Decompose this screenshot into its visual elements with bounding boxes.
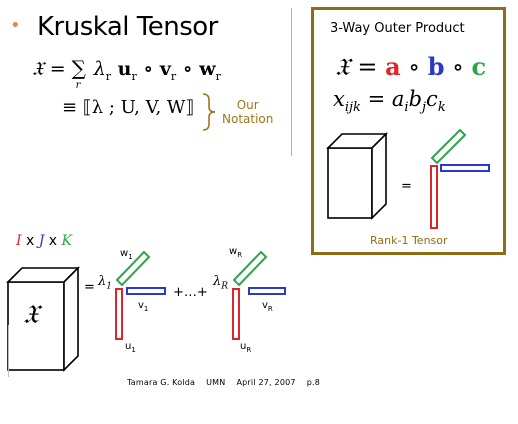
note-line2: Notation xyxy=(222,112,274,126)
panel-vector-w xyxy=(430,128,467,165)
footer-author: Tamara G. Kolda xyxy=(127,378,196,387)
rank1-term-1 xyxy=(115,250,166,340)
x-subscript: ijk xyxy=(344,100,361,116)
ur-text: u xyxy=(240,341,247,352)
tensor-cube xyxy=(6,266,80,372)
bullet: • xyxy=(10,15,21,36)
lambda-r: λR xyxy=(213,274,228,292)
w1-bar xyxy=(115,250,151,287)
w1-text: w xyxy=(120,248,129,259)
vr-bar xyxy=(248,287,286,295)
equals-sign: = xyxy=(49,58,66,80)
b-subscript: j xyxy=(422,100,427,116)
c-symbol: c xyxy=(426,87,438,111)
footer-page: p.8 xyxy=(306,378,320,387)
vector-b: b xyxy=(427,52,445,81)
lambda-1-sub: 1 xyxy=(106,281,112,292)
our-notation-note: Our Notation xyxy=(222,98,273,126)
brace-icon xyxy=(202,93,216,131)
a-subscript: i xyxy=(404,100,409,116)
kruskal-equation-line1: 𝔛 = ∑ r λr ur ∘ vr ∘ wr xyxy=(32,56,221,91)
u-subscript: r xyxy=(131,69,137,83)
ur-sub: R xyxy=(246,346,252,354)
rank1-term-r xyxy=(232,250,286,340)
b-symbol: b xyxy=(408,87,423,111)
u-vector: u xyxy=(111,58,132,80)
lambda-1-symbol: λ xyxy=(98,274,107,289)
lower-equals: = xyxy=(84,280,95,295)
wr-text: w xyxy=(229,246,238,257)
lambda-r-symbol: λ xyxy=(213,274,222,289)
w-vector: ∘ w xyxy=(176,58,216,80)
panel-title: 3-Way Outer Product xyxy=(330,21,465,36)
sum-index: r xyxy=(75,80,81,91)
panel-tensor-symbol: 𝔛 xyxy=(335,53,350,81)
circ-1: ∘ xyxy=(400,53,428,81)
note-line1: Our xyxy=(236,98,259,112)
dim-k: K xyxy=(61,233,72,249)
lambda-subscript: r xyxy=(105,69,112,83)
label-ur: uR xyxy=(240,341,251,356)
v-subscript: r xyxy=(170,69,177,83)
left-rule xyxy=(8,325,9,377)
wr-bar xyxy=(232,250,268,287)
panel-cube xyxy=(326,132,388,220)
slide-title: Kruskal Tensor xyxy=(37,12,218,42)
v1-sub: 1 xyxy=(143,305,149,313)
panel-diagram-equals: = xyxy=(401,179,412,194)
vr-text: v xyxy=(262,300,268,311)
times-2: x xyxy=(44,233,62,249)
times-1: x xyxy=(21,233,39,249)
v1-text: v xyxy=(138,300,144,311)
label-wr: wR xyxy=(229,246,242,261)
panel-equation2: xijk = aibjck xyxy=(333,87,446,120)
panel-vector-u xyxy=(430,165,438,229)
vector-c: c xyxy=(471,52,487,81)
u1-bar xyxy=(115,288,123,340)
label-u1: u1 xyxy=(125,341,136,356)
divider xyxy=(291,8,292,156)
tensor-symbol: 𝔛 xyxy=(32,58,44,80)
dim-i: I xyxy=(16,233,22,249)
lambda-1: λ1 xyxy=(98,274,112,292)
rank1-diagram xyxy=(326,128,490,229)
panel-equals: = xyxy=(349,53,386,81)
x-symbol: x xyxy=(333,87,345,111)
w1-sub: 1 xyxy=(128,253,133,261)
outer-product-panel xyxy=(311,7,506,255)
dim-j: J xyxy=(38,233,45,249)
vr-sub: R xyxy=(267,305,273,313)
lambda-r-sub: R xyxy=(221,281,229,292)
label-w1: w1 xyxy=(120,248,133,263)
label-vr: vR xyxy=(262,300,273,315)
footer-date: April 27, 2007 xyxy=(236,378,296,387)
plus-dots: +…+ xyxy=(173,285,208,300)
footer-org: UMN xyxy=(206,378,226,387)
wr-sub: R xyxy=(237,251,243,259)
label-v1: v1 xyxy=(138,300,148,315)
u1-text: u xyxy=(125,341,132,352)
u1-sub: 1 xyxy=(131,346,136,354)
cube-label: 𝔛 xyxy=(23,300,39,330)
kruskal-equation-line2: ≡ ⟦λ ; U, V, W⟧ xyxy=(62,97,195,118)
ur-bar xyxy=(232,288,240,340)
a-symbol: = a xyxy=(360,87,405,111)
footer: Tamara G. Kolda UMN April 27, 2007 p.8 xyxy=(127,378,320,388)
vector-a: a xyxy=(385,52,401,81)
v-vector: ∘ v xyxy=(136,58,171,80)
panel-vector-v xyxy=(440,164,490,172)
w-subscript: r xyxy=(215,69,221,83)
sum-sign: ∑ xyxy=(71,56,86,80)
rank1-caption: Rank-1 Tensor xyxy=(370,234,448,247)
c-subscript: k xyxy=(437,100,446,116)
circ-2: ∘ xyxy=(444,53,472,81)
v1-bar xyxy=(126,287,166,295)
lambda-symbol: λ xyxy=(93,58,106,80)
panel-equation1: 𝔛 = a ∘ b ∘ c xyxy=(335,52,487,82)
tensor-dimensions: I x J x K xyxy=(16,232,72,250)
